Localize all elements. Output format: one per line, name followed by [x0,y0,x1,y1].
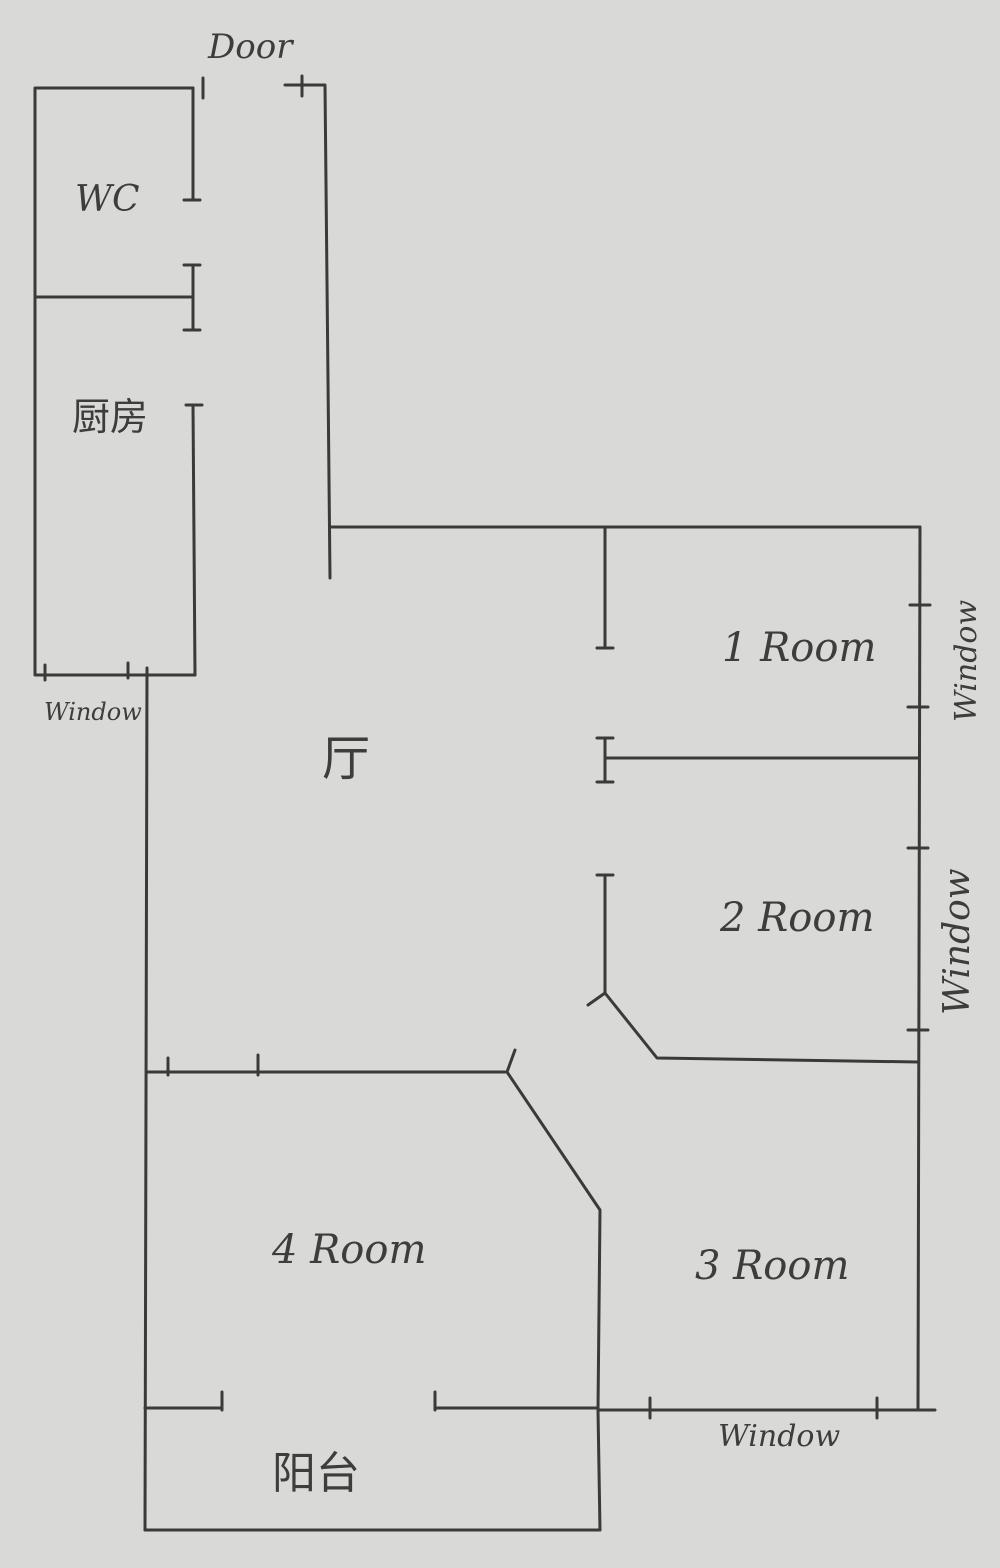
corridor-east-wall [283,83,332,580]
room-3-label: 3 Room [695,1243,850,1289]
room2-window-label: Window [937,868,978,1015]
balcony-label: 阳台 [272,1448,360,1499]
east-exterior-wall [916,525,922,1412]
kitchen-inner-wall [191,403,197,677]
wc-kitchen-outer-wall [33,86,197,677]
wc-label: WC [75,179,140,220]
room4-angled-wall [505,1048,602,1412]
balcony-wall [143,1408,602,1532]
kitchen-label: 厨房 [72,395,149,439]
room-1-label: 1 Room [722,625,877,671]
door-label: Door [208,27,293,67]
living-west-wall [143,666,149,1532]
living-room-label: 厅 [322,731,371,787]
room1-window-label: Window [949,599,984,722]
room-4-label: 4 Room [272,1227,427,1273]
kitchen-window-label: Window [44,698,142,726]
room3-window-label: Window [718,1419,841,1454]
room2-room3-divider [586,991,920,1064]
room-2-label: 2 Room [720,895,875,941]
door-and-window-ticks [43,74,932,1420]
walls [33,83,937,1532]
